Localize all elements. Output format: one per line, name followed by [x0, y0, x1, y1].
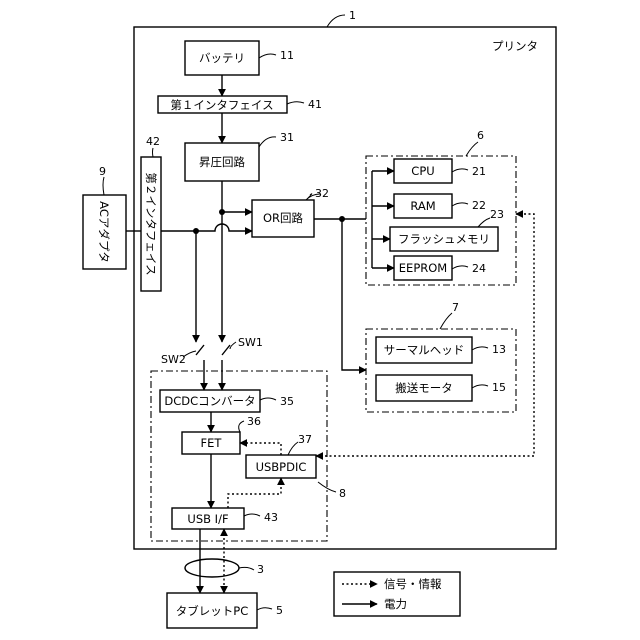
thermal-head-ref: 13	[492, 343, 506, 356]
sw1-blade	[222, 345, 230, 355]
tablet-ref-leader	[257, 608, 272, 610]
controller-ref-leader	[466, 142, 478, 156]
usbpdic-to-fet-signal	[240, 443, 281, 455]
or-circuit-label: OR回路	[263, 211, 304, 225]
mechanism-ref: 7	[452, 301, 459, 314]
dcdc-label: DCDCコンバータ	[164, 394, 255, 408]
junction-dot	[339, 216, 345, 222]
dcdc-ref: 35	[280, 395, 294, 408]
if2-to-or-wire	[161, 224, 252, 231]
ac-adapter-ref: 9	[99, 165, 106, 178]
cpu-label: CPU	[411, 164, 434, 178]
transport-motor-ref-leader	[472, 385, 488, 388]
cpu-ref-leader	[452, 169, 468, 172]
tablet-ref: 5	[276, 604, 283, 617]
signal-lines	[224, 214, 534, 593]
usbif-to-usbpdic-signal	[228, 478, 281, 508]
sw1-label: SW1	[238, 336, 263, 349]
transport-motor-ref: 15	[492, 381, 506, 394]
interface2-ref: 42	[146, 135, 160, 148]
battery-ref-leader	[259, 54, 276, 58]
interface2-ref-leader	[153, 148, 154, 157]
fet-label: FET	[201, 436, 223, 450]
battery-label: バッテリ	[199, 51, 245, 65]
ac-adapter-ref-leader	[103, 177, 104, 195]
flash-ref-leader	[478, 218, 490, 227]
ram-ref-leader	[452, 203, 468, 206]
or-circuit-ref: 32	[315, 187, 329, 200]
printer-ref-leader	[327, 15, 345, 27]
usb-cable-ref: 3	[257, 563, 264, 576]
usb-if-ref: 43	[264, 511, 278, 524]
ram-label: RAM	[410, 199, 435, 213]
usb-cable-ellipse	[185, 559, 239, 577]
legend-power-label: 電力	[384, 597, 407, 611]
usb-section-ref: 8	[339, 487, 346, 500]
legend-signal-label: 信号・情報	[384, 577, 442, 591]
booster-ref: 31	[280, 131, 294, 144]
flash-ref: 23	[490, 208, 504, 221]
sw2-label: SW2	[161, 353, 186, 366]
controller-ref: 6	[477, 129, 484, 142]
thermal-head-label: サーマルヘッド	[384, 343, 465, 357]
tablet-label: タブレットPC	[176, 604, 248, 618]
battery-ref: 11	[280, 49, 294, 62]
power-wires	[126, 75, 394, 593]
dcdc-ref-leader	[260, 398, 276, 400]
or-to-mechanism-wire	[342, 219, 366, 370]
eeprom-ref-leader	[452, 266, 468, 269]
fet-ref-leader	[239, 421, 244, 432]
booster-label: 昇圧回路	[199, 155, 245, 169]
transport-motor-label: 搬送モータ	[395, 381, 453, 395]
ram-ref: 22	[472, 199, 486, 212]
flash-label: フラッシュメモリ	[398, 232, 490, 246]
usb-cable-ref-leader	[239, 567, 254, 570]
usbpdic-ref-leader	[288, 442, 298, 455]
interface1-label: 第１インタフェイス	[170, 98, 273, 112]
usbpdic-label: USBPDIC	[256, 460, 307, 474]
interface1-ref: 41	[308, 98, 322, 111]
fet-ref: 36	[247, 415, 261, 428]
ac-adapter-label: ACアダプタ	[97, 201, 111, 263]
usb-if-ref-leader	[244, 514, 260, 516]
usb-if-label: USB I/F	[187, 512, 228, 526]
printer-ref: 1	[349, 9, 356, 22]
thermal-head-ref-leader	[472, 347, 488, 350]
interface2-label: 第２インタフェイス	[144, 172, 158, 275]
cpu-ref: 21	[472, 165, 486, 178]
mechanism-ref-leader	[440, 313, 452, 329]
usbpdic-ref: 37	[298, 433, 312, 446]
sw2-blade	[196, 345, 204, 355]
eeprom-ref: 24	[472, 262, 486, 275]
booster-ref-leader	[259, 137, 276, 147]
printer-label: プリンタ	[492, 39, 538, 53]
interface1-ref-leader	[287, 102, 304, 104]
eeprom-label: EEPROM	[399, 261, 447, 275]
sw1-leader	[230, 342, 236, 349]
junction-dot	[193, 228, 199, 234]
junction-dot	[219, 209, 225, 215]
